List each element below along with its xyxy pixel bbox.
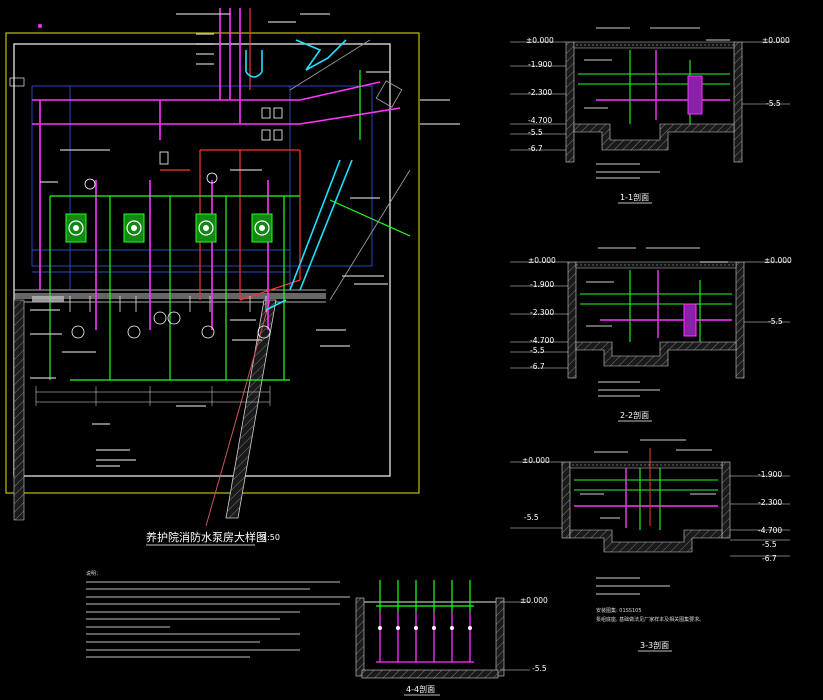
fire-pump-1[interactable] bbox=[65, 213, 87, 243]
plan-frame bbox=[5, 32, 420, 494]
level-3-3-r3: -5.5 bbox=[762, 540, 777, 549]
level-3-3-r4: -6.7 bbox=[762, 554, 777, 563]
atlas-reference: 安装图集: 01SS105 bbox=[596, 607, 642, 614]
fire-pump-units bbox=[65, 213, 273, 243]
level-1-1-l0: ±0.000 bbox=[526, 36, 554, 45]
section-2-2: ±0.000 -1.900 -2.300 -4.700 -5.5 -6.7 ±0… bbox=[510, 247, 792, 422]
valve-symbols bbox=[71, 107, 283, 339]
plan-view bbox=[5, 8, 460, 527]
fire-pump-3[interactable] bbox=[195, 213, 217, 243]
green-pipe-network bbox=[49, 70, 411, 381]
level-1-1-l2: -2.300 bbox=[528, 88, 552, 97]
magenta-pipe-network bbox=[32, 8, 401, 330]
cyan-pipe-network bbox=[245, 39, 353, 311]
level-3-3-r1: -2.300 bbox=[758, 498, 782, 507]
level-2-2-l4: -5.5 bbox=[530, 346, 545, 355]
notes-heading: 说明： bbox=[86, 570, 101, 577]
level-1-1-l4: -5.5 bbox=[528, 128, 543, 137]
level-1-1-l3: -4.700 bbox=[528, 116, 552, 125]
level-3-3-l1: -5.5 bbox=[524, 513, 539, 522]
level-2-2-l1: -1.900 bbox=[530, 280, 554, 289]
section-4-4: ±0.000 -5.5 4-4剖面 bbox=[355, 580, 548, 696]
level-3-3-l0: ±0.000 bbox=[522, 456, 550, 465]
level-2-2-r1: -5.5 bbox=[768, 317, 783, 326]
fire-pump-2[interactable] bbox=[123, 213, 145, 243]
general-notes: 说明： bbox=[86, 570, 350, 658]
plan-dimension-lines bbox=[35, 386, 271, 406]
level-2-2-l5: -6.7 bbox=[530, 362, 545, 371]
level-3-3-r2: -4.700 bbox=[758, 526, 782, 535]
diagonal-wall bbox=[225, 299, 277, 519]
level-2-2-l3: -4.700 bbox=[530, 336, 554, 345]
level-2-2-l0: ±0.000 bbox=[528, 256, 556, 265]
pump-room-wall bbox=[13, 43, 391, 477]
level-1-1-r0: ±0.000 bbox=[762, 36, 790, 45]
level-1-1-r1: -5.5 bbox=[766, 99, 781, 108]
level-4-4-bottom: -5.5 bbox=[532, 664, 547, 673]
level-1-1-l1: -1.900 bbox=[528, 60, 552, 69]
level-4-4-top: ±0.000 bbox=[520, 596, 548, 605]
level-2-2-l2: -2.300 bbox=[530, 308, 554, 317]
section-label-2-2: 2-2剖面 bbox=[620, 410, 649, 420]
base-remark: 泵组底座, 基础做法见厂家样本及相关图集要求。 bbox=[596, 616, 704, 623]
plan-annotations bbox=[30, 13, 460, 467]
section-3-3: ±0.000 -5.5 -1.900 -2.300 -4.700 -5.5 -6… bbox=[510, 439, 790, 652]
section-label-3-3: 3-3剖面 bbox=[640, 640, 669, 650]
level-2-2-r0: ±0.000 bbox=[764, 256, 792, 265]
fire-pump-4[interactable] bbox=[251, 213, 273, 243]
level-3-3-r0: -1.900 bbox=[758, 470, 782, 479]
section-label-4-4: 4-4剖面 bbox=[406, 684, 435, 694]
level-1-1-l5: -6.7 bbox=[528, 144, 543, 153]
drawing-title: 养护院消防水泵房大样图 bbox=[146, 530, 267, 544]
section-label-1-1-text: 1-1剖面 bbox=[620, 192, 649, 202]
drawing-scale: 1:50 bbox=[262, 533, 280, 542]
section-1-1: ±0.000 -1.900 -2.300 -4.700 -5.5 -6.7 ±0… bbox=[510, 27, 790, 204]
